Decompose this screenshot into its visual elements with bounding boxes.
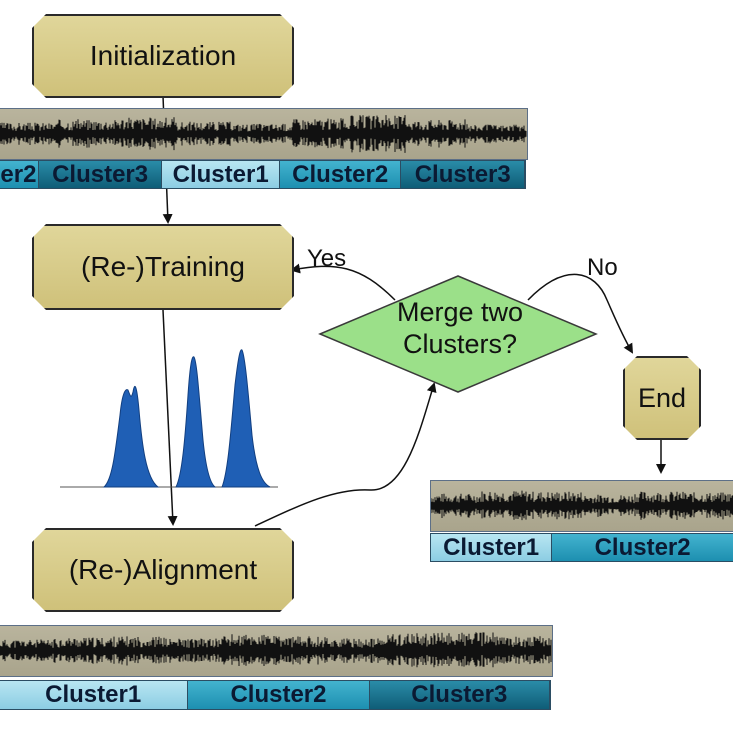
- segment-cluster3: Cluster3: [401, 161, 525, 188]
- waveform-icon: [431, 490, 733, 521]
- segment-cluster3: Cluster3: [369, 681, 550, 709]
- waveform-strip-end: [430, 480, 733, 532]
- end-node: End: [623, 356, 701, 440]
- segment-cluster2: Cluster2: [552, 534, 733, 561]
- segment-bar-top: er2 Cluster3 Cluster1 Cluster2 Cluster3: [0, 160, 526, 189]
- initialization-node: Initialization: [32, 14, 294, 98]
- waveform-strip-bottom: [0, 625, 553, 677]
- arrow-decision-yes: [290, 263, 396, 301]
- alignment-node: (Re-)Alignment: [32, 528, 294, 612]
- decision-label-line2: Clusters?: [402, 329, 518, 359]
- segment-cluster2: er2: [0, 161, 39, 188]
- segment-cluster3: Cluster3: [38, 161, 163, 188]
- decision-label-line1: Merge two: [396, 297, 524, 327]
- waveform-trace: [0, 632, 552, 668]
- waveform-icon: [0, 632, 552, 668]
- waveform-trace: [0, 115, 527, 153]
- decision-diamond: [318, 275, 598, 393]
- segment-cluster2: Cluster2: [279, 161, 402, 188]
- training-label: (Re-)Training: [81, 251, 245, 282]
- arrow-decision-no: [527, 273, 634, 354]
- yes-label: Yes: [307, 245, 347, 272]
- waveform-icon: [0, 115, 527, 153]
- alignment-label: (Re-)Alignment: [68, 554, 258, 585]
- segment-bar-bottom: Cluster1 Cluster2 Cluster3: [0, 680, 551, 710]
- segment-cluster2: Cluster2: [188, 681, 370, 709]
- segment-bar-end: Cluster1 Cluster2: [430, 533, 733, 562]
- training-node: (Re-)Training: [32, 224, 294, 310]
- segment-cluster1: Cluster1: [162, 161, 280, 188]
- decision-label: Merge two Clusters?: [360, 296, 560, 360]
- peak-1: [102, 386, 160, 488]
- gaussian-peaks-plot: [60, 349, 278, 488]
- arrow-alignment-to-decision: [254, 382, 437, 527]
- waveform-trace: [431, 490, 733, 521]
- initialization-label: Initialization: [89, 40, 237, 71]
- peak-3: [221, 349, 271, 488]
- segment-cluster1: Cluster1: [431, 534, 553, 561]
- waveform-strip-top: [0, 108, 528, 160]
- peak-2: [175, 356, 217, 488]
- arrow-training-to-alignment: [162, 309, 178, 526]
- end-label: End: [637, 382, 687, 413]
- segment-cluster1: Cluster1: [0, 681, 189, 709]
- no-label: No: [587, 254, 618, 281]
